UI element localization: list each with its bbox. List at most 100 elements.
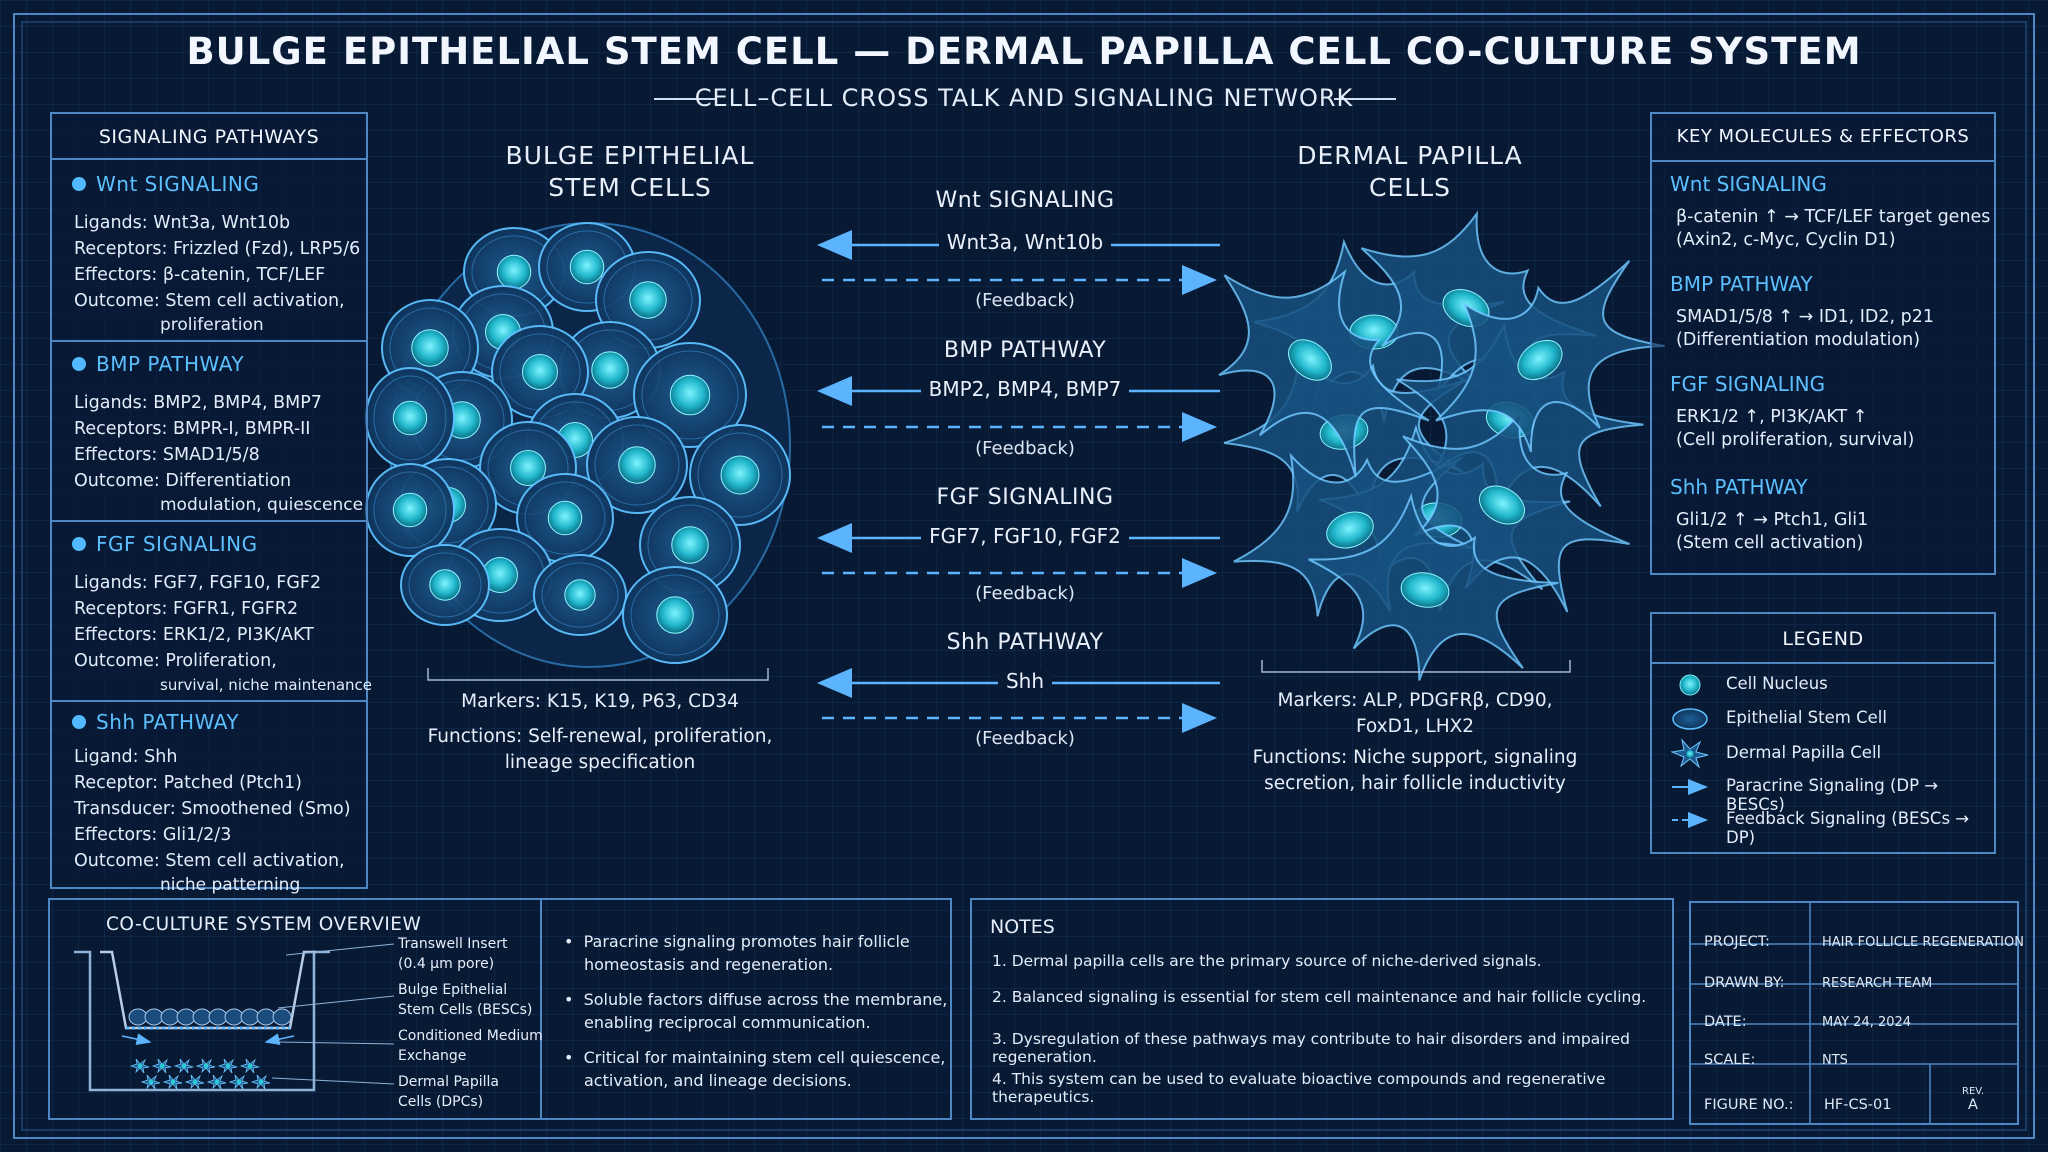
notes-panel: NOTES 1. Dermal papilla cells are the pr…: [970, 898, 1674, 1120]
pathway-row: Ligand: Shh: [74, 747, 178, 767]
overview-divider: [540, 900, 542, 1118]
fgf-section: FGF SIGNALING Ligands: FGF7, FGF10, FGF2…: [52, 520, 372, 700]
key-molecule-line: (Axin2, c-Myc, Cyclin D1): [1676, 230, 1896, 250]
wnt-section-title: Wnt SIGNALING: [72, 172, 259, 196]
pathway-row: Receptor: Patched (Ptch1): [74, 773, 302, 793]
signal-ligands-fgf: FGF7, FGF10, FGF2: [921, 524, 1129, 548]
key-molecule-title: FGF SIGNALING: [1670, 372, 1826, 396]
signal-ligands-bmp: BMP2, BMP4, BMP7: [920, 377, 1130, 401]
tb-value: RESEARCH TEAM: [1822, 976, 1933, 991]
pathway-row: Outcome: Differentiation: [74, 471, 292, 491]
pathway-row: Outcome: Stem cell activation,: [74, 851, 345, 871]
key-molecule-line: Gli1/2 ↑ → Ptch1, Gli1: [1676, 510, 1869, 530]
dermal-functions: Functions: Niche support, signaling secr…: [1252, 747, 1578, 794]
dermal-papilla-heading: DERMAL PAPILLA CELLS: [1297, 141, 1523, 202]
pathway-row: Transducer: Smoothened (Smo): [74, 799, 351, 819]
wnt-section: Wnt SIGNALING Ligands: Wnt3a, Wnt10b Rec…: [52, 160, 366, 340]
pathway-row: Ligands: FGF7, FGF10, FGF2: [74, 573, 322, 593]
legend-item: Feedback Signaling (BESCs → DP): [1726, 809, 1970, 847]
fgf-section-title: FGF SIGNALING: [72, 532, 258, 556]
dermal-papilla-cell-cluster: [1218, 210, 1665, 681]
tb-key: PROJECT:: [1704, 934, 1770, 950]
signal-ligands-bmp-wrap: BMP2, BMP4, BMP7: [875, 377, 1175, 401]
key-molecules-panel: KEY MOLECULES & EFFECTORS Wnt SIGNALING …: [1650, 112, 1996, 575]
tb-key: DRAWN BY:: [1704, 975, 1785, 991]
tb-value: NTS: [1822, 1053, 1848, 1068]
pathway-row: Outcome: Stem cell activation,: [74, 291, 345, 311]
pathway-row: Effectors: β-catenin, TCF/LEF: [74, 265, 326, 285]
signal-name-bmp: BMP PATHWAY: [943, 338, 1107, 363]
tb-key: SCALE:: [1704, 1052, 1756, 1068]
pathway-row: Outcome: Proliferation,: [74, 651, 277, 671]
page-subtitle: CELL–CELL CROSS TALK AND SIGNALING NETWO…: [694, 84, 1354, 112]
pathway-row: Effectors: ERK1/2, PI3K/AKT: [74, 625, 314, 645]
section-divider: [52, 340, 366, 342]
signal-ligands-fgf-wrap: FGF7, FGF10, FGF2: [875, 524, 1175, 548]
pathway-row: Receptors: FGFR1, FGFR2: [74, 599, 299, 619]
tb-rev-value: A: [1968, 1097, 1978, 1113]
overview-bullet: • Critical for maintaining stem cell qui…: [564, 1048, 946, 1090]
bullet-dot-icon: [72, 536, 86, 551]
legend-item: Epithelial Stem Cell: [1726, 708, 1887, 727]
signal-ligands-shh-wrap: Shh: [875, 669, 1175, 693]
bulge-functions: Functions: Self-renewal, proliferation, …: [427, 726, 773, 773]
key-molecule-title: Wnt SIGNALING: [1670, 172, 1827, 196]
pathway-row-cont: survival, niche maintenance: [160, 676, 372, 694]
bulge-heading: BULGE EPITHELIAL STEM CELLS: [505, 141, 755, 202]
section-divider: [1652, 160, 1994, 162]
note-item: 2. Balanced signaling is essential for s…: [992, 988, 1647, 1006]
bullet-dot-icon: [72, 714, 86, 729]
pathway-row-cont: niche patterning: [160, 875, 301, 895]
overview-heading: CO-CULTURE SYSTEM OVERVIEW: [106, 914, 422, 935]
tb-value: MAY 24, 2024: [1822, 1015, 1912, 1030]
pathway-row: Ligands: Wnt3a, Wnt10b: [74, 213, 291, 233]
feedback-label: (Feedback): [975, 583, 1075, 604]
dermal-markers: Markers: ALP, PDGFRβ, CD90, FoxD1, LHX2: [1277, 690, 1553, 737]
key-molecule-line: β-catenin ↑ → TCF/LEF target genes: [1676, 207, 1991, 227]
legend-panel: LEGEND Cell Nucleus Epithelial Stem Cell…: [1650, 612, 1996, 854]
tb-key: DATE:: [1704, 1014, 1747, 1030]
feedback-label: (Feedback): [975, 438, 1075, 459]
transwell-label: Transwell Insert(0.4 µm pore): [398, 936, 508, 972]
signaling-pathways-heading: SIGNALING PATHWAYS: [52, 114, 366, 160]
pathway-row: Effectors: Gli1/2/3: [74, 825, 232, 845]
page-title: BULGE EPITHELIAL STEM CELL — DERMAL PAPI…: [186, 30, 1862, 73]
feedback-label: (Feedback): [975, 728, 1075, 749]
key-molecule-line: (Differentiation modulation): [1676, 330, 1921, 350]
signal-ligands-shh: Shh: [997, 669, 1053, 693]
pathway-row: Ligands: BMP2, BMP4, BMP7: [74, 393, 322, 413]
signal-ligands-wnt-wrap: Wnt3a, Wnt10b: [875, 230, 1175, 254]
bullet-dot-icon: [72, 176, 86, 191]
signal-name-wnt: Wnt SIGNALING: [935, 188, 1115, 213]
bullet-dot-icon: [72, 356, 86, 371]
tb-rev-label: REV.: [1962, 1086, 1984, 1097]
key-molecule-line: SMAD1/5/8 ↑ → ID1, ID2, p21: [1676, 307, 1935, 327]
tb-value: HAIR FOLLICLE REGENERATION: [1822, 935, 2024, 950]
title-block-grid: [1689, 901, 2019, 1125]
pathway-row-cont: modulation, quiescence: [160, 495, 364, 515]
overview-bullet: • Soluble factors diffuse across the mem…: [564, 990, 948, 1032]
key-molecules-heading: KEY MOLECULES & EFFECTORS: [1676, 126, 1970, 147]
legend-heading: LEGEND: [1652, 614, 1994, 664]
section-divider: [52, 700, 366, 702]
note-item: 4. This system can be used to evaluate b…: [992, 1070, 1606, 1106]
pathway-row: Receptors: Frizzled (Fzd), LRP5/6: [74, 239, 361, 259]
key-molecule-line: ERK1/2 ↑, PI3K/AKT ↑: [1676, 407, 1868, 427]
section-divider: [52, 520, 366, 522]
pathway-row-cont: proliferation: [160, 315, 264, 335]
legend-item: Cell Nucleus: [1726, 674, 1828, 693]
bulge-markers: Markers: K15, K19, P63, CD34: [461, 691, 739, 712]
legend-icons: [1670, 674, 1709, 828]
feedback-label: (Feedback): [975, 290, 1075, 311]
key-molecule-title: BMP PATHWAY: [1670, 272, 1813, 296]
key-molecule-title: Shh PATHWAY: [1670, 475, 1808, 499]
note-item: 3. Dysregulation of these pathways may c…: [992, 1030, 1630, 1066]
bmp-section-title: BMP PATHWAY: [72, 352, 244, 376]
signal-name-fgf: FGF SIGNALING: [936, 485, 1114, 510]
pathway-row: Effectors: SMAD1/5/8: [74, 445, 260, 465]
overview-bullet: • Paracrine signaling promotes hair foll…: [564, 932, 910, 974]
notes-heading: NOTES: [990, 916, 1055, 938]
bmp-section: BMP PATHWAY Ligands: BMP2, BMP4, BMP7 Re…: [52, 340, 366, 520]
